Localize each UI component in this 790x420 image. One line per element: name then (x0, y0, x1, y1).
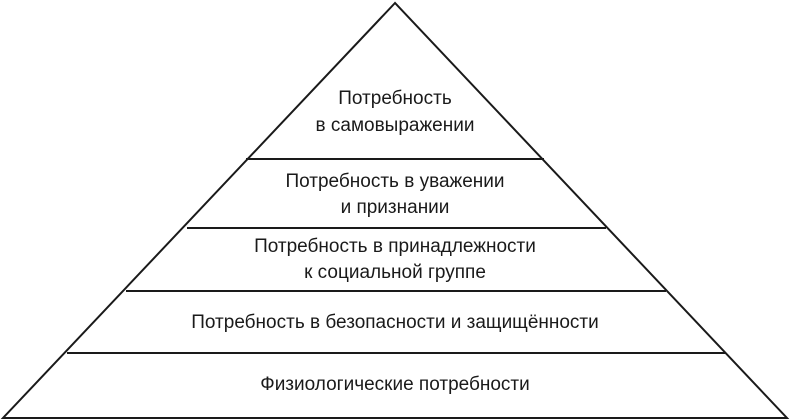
level-esteem: Потребность в уважении и признании (285, 171, 504, 218)
level-self-actualization: Потребность в самовыражении (316, 88, 475, 136)
level-label-line: к социальной группе (304, 262, 486, 283)
level-safety: Потребность в безопасности и защищённост… (191, 312, 599, 333)
level-label-line: Потребность (338, 88, 452, 109)
level-label-line: Физиологические потребности (260, 374, 530, 395)
level-physiological: Физиологические потребности (260, 374, 530, 395)
level-label-line: Потребность в принадлежности (254, 236, 536, 257)
level-label-line: и признании (341, 197, 450, 218)
level-label-line: в самовыражении (316, 115, 475, 136)
level-belonging: Потребность в принадлежности к социально… (254, 236, 536, 283)
level-label-line: Потребность в уважении (285, 171, 504, 192)
level-label-line: Потребность в безопасности и защищённост… (191, 312, 599, 333)
